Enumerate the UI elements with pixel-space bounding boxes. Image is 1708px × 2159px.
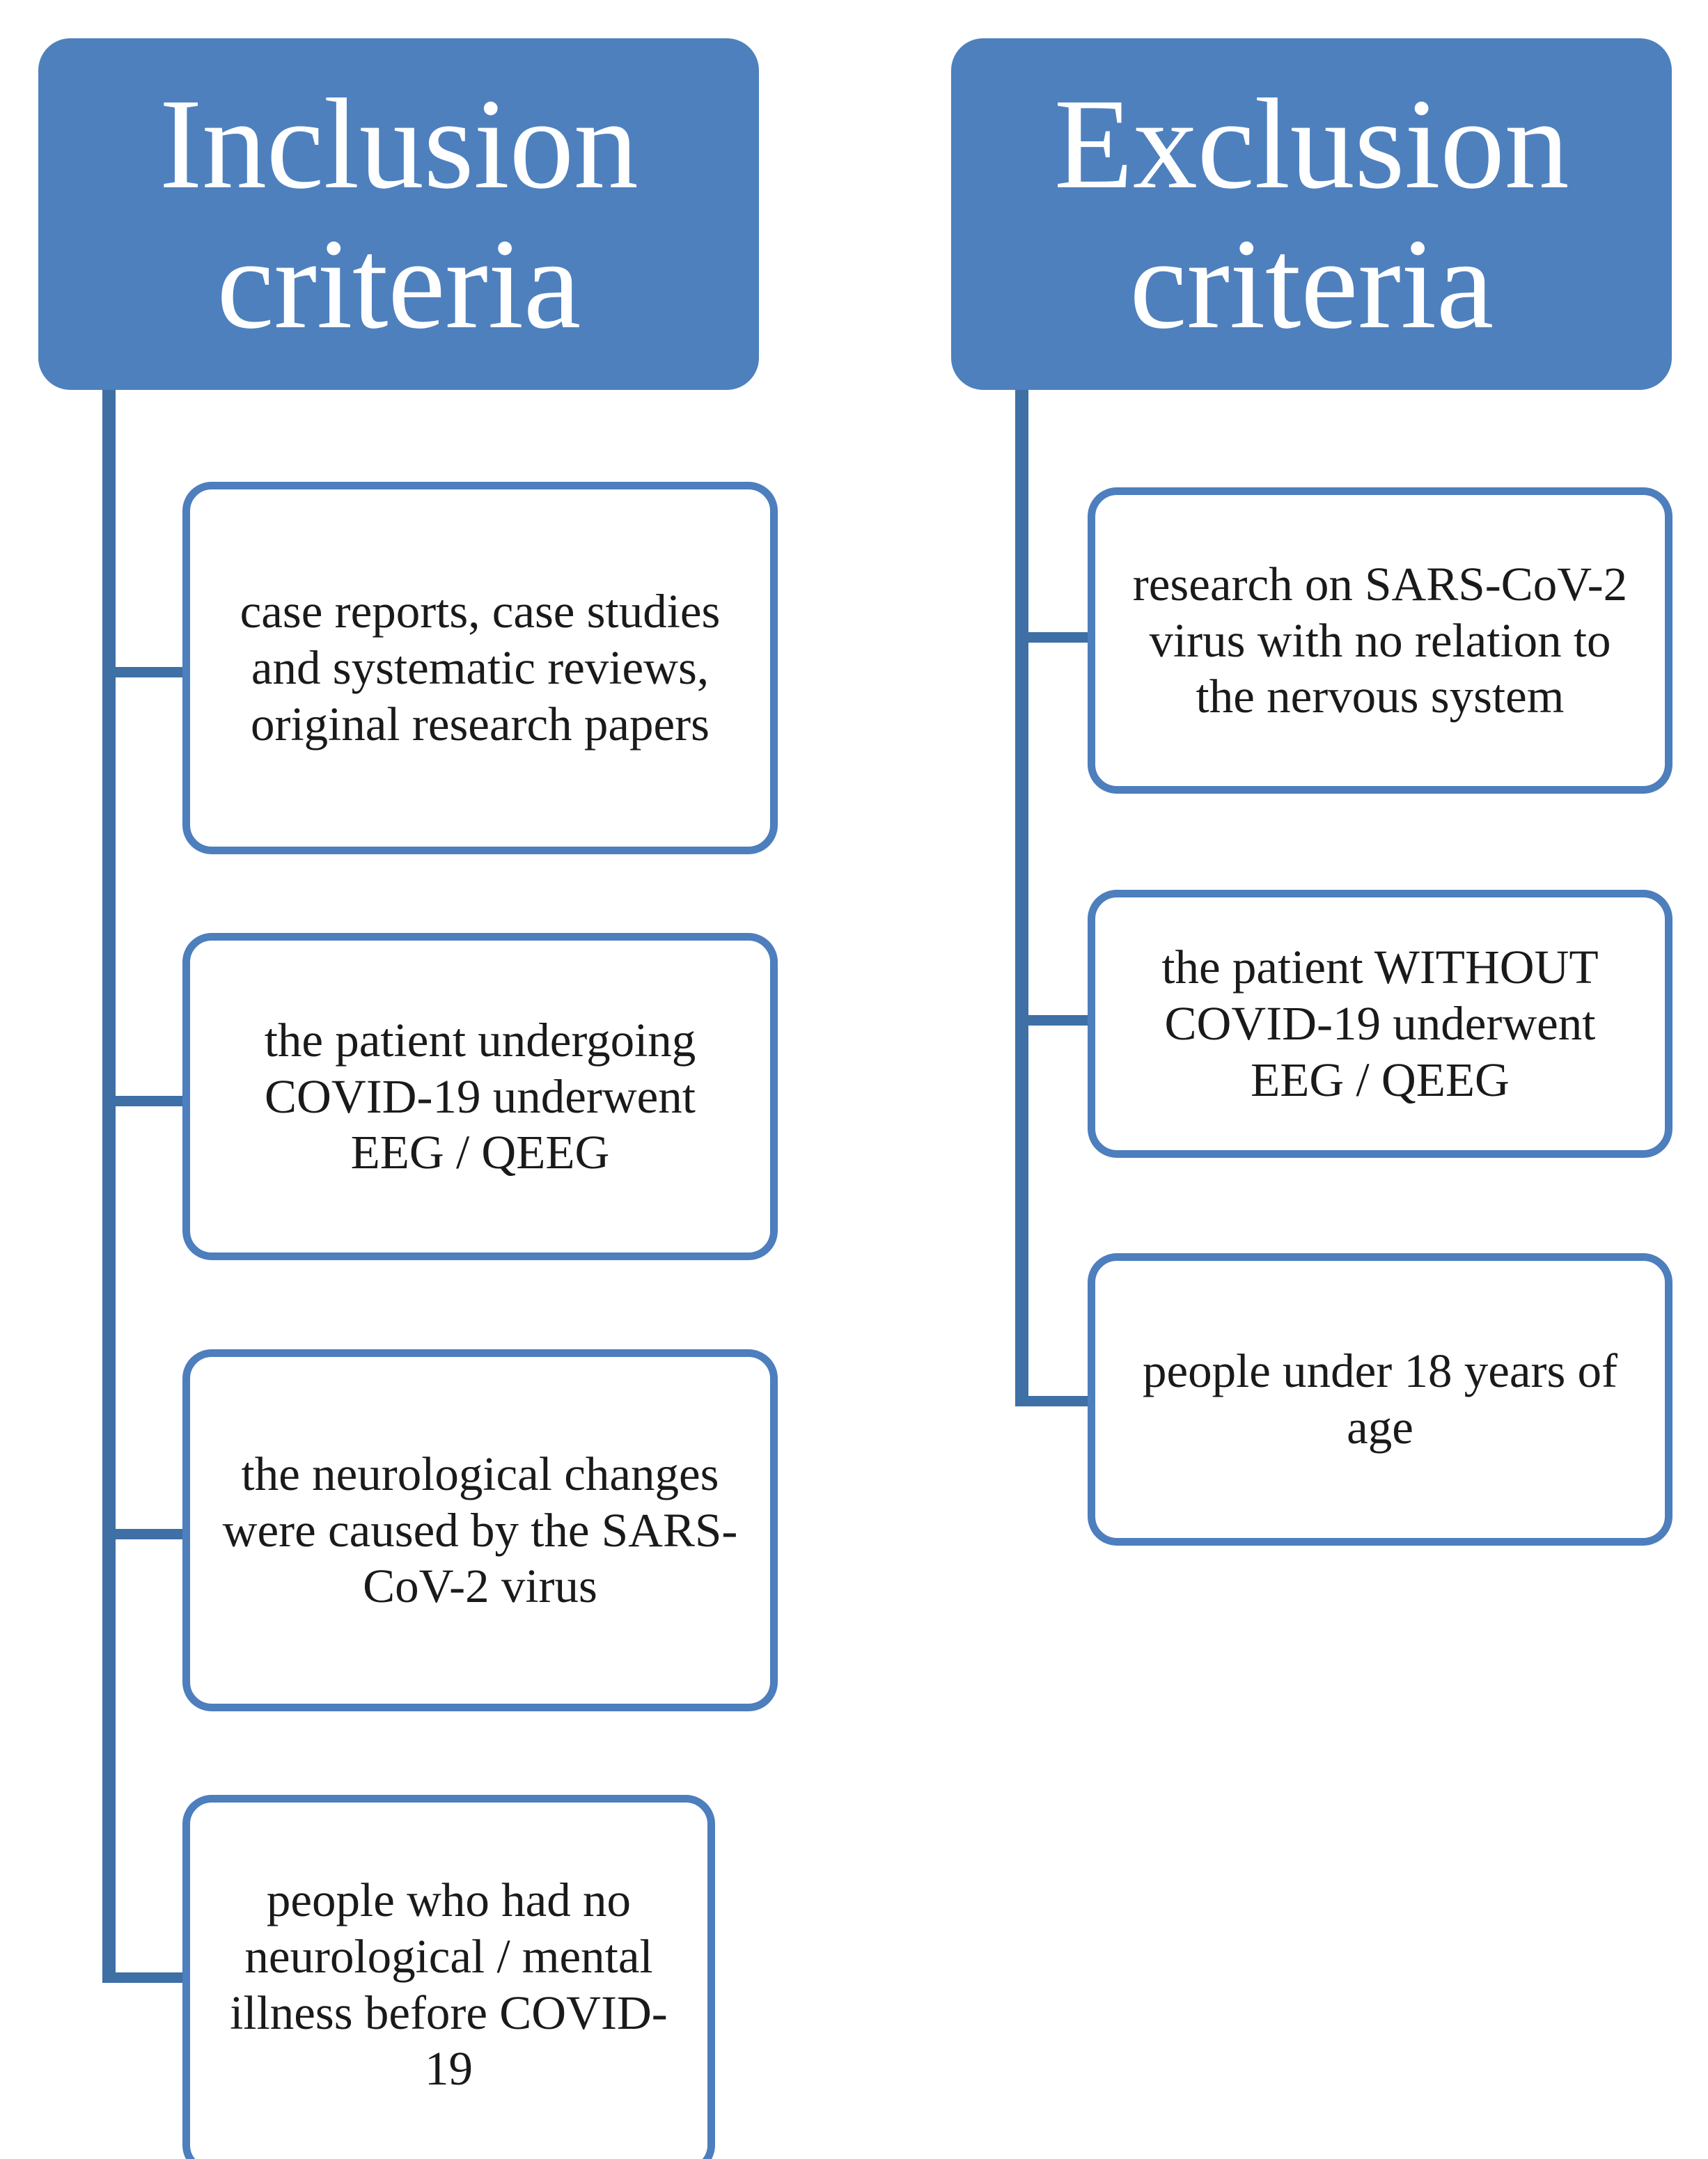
inclusion-header-line1: Inclusion xyxy=(159,72,638,216)
inclusion-connector-1 xyxy=(102,667,191,677)
exclusion-item-3-label: people under 18 years of age xyxy=(1142,1344,1618,1454)
inclusion-item-4[interactable]: people who had no neurological / mental … xyxy=(182,1795,715,2159)
exclusion-header-line1: Exclusion xyxy=(1053,72,1569,216)
inclusion-trunk-line xyxy=(102,390,116,1983)
inclusion-item-4-label: people who had no neurological / mental … xyxy=(230,1874,668,2096)
inclusion-item-2[interactable]: the patient undergoing COVID-19 underwen… xyxy=(182,933,778,1260)
inclusion-item-3[interactable]: the neurological changes were caused by … xyxy=(182,1349,778,1711)
exclusion-item-1-label: research on SARS-CoV-2 virus with no rel… xyxy=(1132,557,1628,723)
inclusion-item-3-label: the neurological changes were caused by … xyxy=(222,1447,738,1613)
exclusion-connector-2 xyxy=(1015,1015,1095,1026)
inclusion-connector-4 xyxy=(102,1972,191,1983)
exclusion-trunk-line xyxy=(1015,390,1028,1406)
inclusion-connector-3 xyxy=(102,1529,191,1539)
exclusion-item-3[interactable]: people under 18 years of age xyxy=(1088,1253,1672,1546)
exclusion-criteria-header: Exclusion criteria xyxy=(951,38,1672,390)
exclusion-item-2[interactable]: the patient WITHOUT COVID-19 underwent E… xyxy=(1088,890,1672,1158)
inclusion-item-2-label: the patient undergoing COVID-19 underwen… xyxy=(264,1013,696,1179)
exclusion-item-2-label: the patient WITHOUT COVID-19 underwent E… xyxy=(1161,941,1599,1106)
exclusion-connector-1 xyxy=(1015,632,1095,643)
inclusion-item-1-label: case reports, case studies and systemati… xyxy=(240,585,721,751)
inclusion-header-line2: criteria xyxy=(217,212,581,356)
exclusion-header-line2: criteria xyxy=(1129,212,1494,356)
inclusion-connector-2 xyxy=(102,1096,191,1106)
inclusion-criteria-header: Inclusion criteria xyxy=(38,38,759,390)
inclusion-item-1[interactable]: case reports, case studies and systemati… xyxy=(182,482,778,854)
exclusion-item-1[interactable]: research on SARS-CoV-2 virus with no rel… xyxy=(1088,487,1672,794)
exclusion-connector-3 xyxy=(1015,1396,1095,1406)
